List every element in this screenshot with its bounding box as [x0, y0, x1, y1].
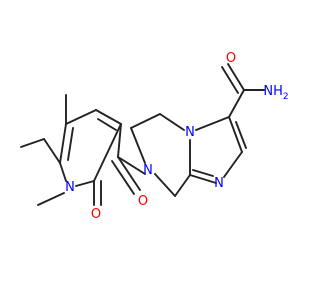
bond-im-c3-c2-b [235, 121, 247, 149]
atom-labels: O NH2 N N N O O N [65, 51, 288, 222]
bond-im-c2-n [223, 151, 243, 178]
bonds [20, 63, 265, 206]
bond-amide-c-o-a [227, 63, 245, 91]
amide-nh-text: NH [263, 84, 283, 99]
bond-pz-c8-c8a [174, 174, 191, 197]
amide-nh-subscript: 2 [283, 92, 289, 102]
bond-ethyl-ch3 [20, 138, 45, 148]
bond-py-c3-c4-b [97, 118, 117, 131]
pyridone-oxygen-label: O [91, 207, 101, 222]
bond-pz-c5-c6 [130, 113, 161, 129]
bond-im-nbridge-c3 [195, 116, 230, 131]
piperazine-n-label: N [143, 163, 153, 178]
imidazole-ring-n-label: N [214, 176, 224, 191]
bond-py-n1-c2 [75, 180, 95, 187]
pyridone-nitrogen-label: N [65, 180, 75, 195]
bond-n1-methyl [37, 192, 65, 206]
amide-nitrogen-label: NH2 [263, 84, 288, 102]
bond-py-c5-c6-a [59, 123, 67, 164]
bond-py-c6-n1 [59, 162, 67, 182]
bond-carbonyl-o-a [117, 156, 141, 191]
bond-carbonyl-o-b [111, 160, 135, 195]
bond-carbonyl-c3 [117, 123, 122, 158]
bond-pz-n7-c8 [154, 173, 176, 197]
carbonyl-link-oxygen-label: O [138, 194, 148, 209]
bond-py-c3-c4-a [95, 109, 122, 125]
molecule-structure: O NH2 N N N O O N [20, 51, 289, 222]
bond-amide-c-o-b [221, 66, 239, 94]
imidazole-bridge-n-label: N [185, 125, 195, 140]
bond-pz-nbridge-c5 [159, 113, 185, 131]
bond-pz-c6-n7 [130, 127, 146, 164]
bond-c6-ethyl-ch2 [43, 138, 61, 164]
bond-im-n-c8a-a [189, 174, 217, 184]
bond-py-c2-c3 [93, 123, 122, 182]
bond-n7-carbonyl [117, 156, 146, 175]
bond-py-c4-c5 [65, 109, 97, 125]
bond-im-n-c8a-b [192, 169, 214, 177]
bond-im-c3-c2-a [228, 116, 243, 153]
bond-amide-c-ring [228, 89, 245, 118]
bond-py-c5-c6-b [67, 127, 74, 161]
amide-oxygen-label: O [226, 51, 236, 66]
